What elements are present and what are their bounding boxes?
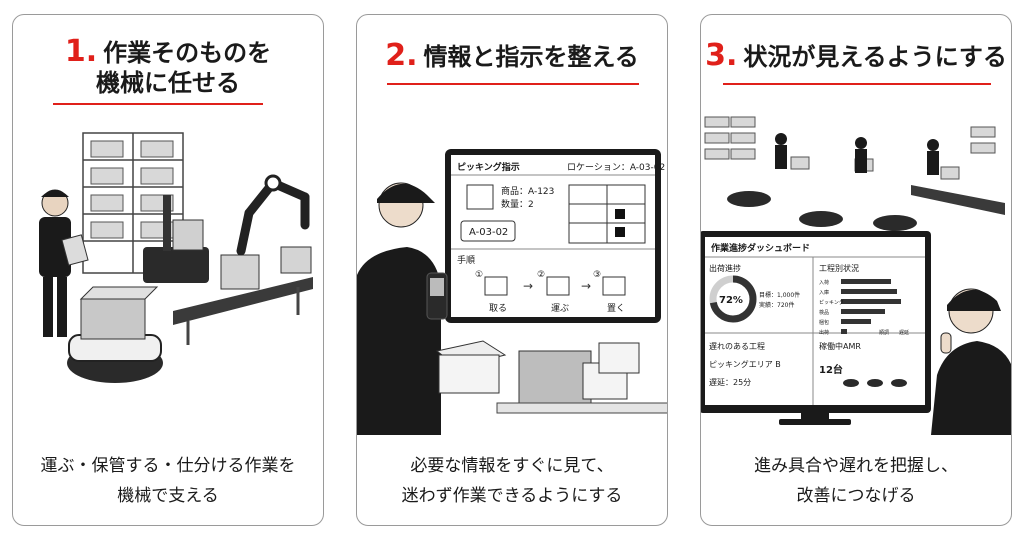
screen-steps-label: 手順 — [457, 254, 475, 266]
amr-label: 稼働中AMR — [819, 341, 861, 351]
card3-caption-line2: 改善につなげる — [796, 486, 916, 506]
card3-title: 3.状況が見えるようにする — [701, 41, 1011, 72]
card1-caption: 運ぶ・保管する・仕分ける作業を 機械で支える — [13, 451, 323, 511]
dashboard-title: 作業進捗ダッシュボード — [711, 242, 810, 254]
step-arrow-1: → — [523, 279, 533, 293]
step2-num: ② — [537, 270, 545, 280]
amr-icons — [843, 379, 907, 387]
card1-title-rule — [53, 103, 263, 105]
step1-label: 取る — [489, 303, 507, 314]
card1-caption-line2: 機械で支える — [117, 486, 219, 506]
conveyor-background — [911, 185, 1005, 215]
card2-illustration: → → ピッキング指示 ロケーション：A-03-02 商品：A-123 数量：2… — [357, 149, 667, 435]
card3-illustration: 作業進捗ダッシュボード 出荷進捗 72% 目標：1,000件 実績：720件 工… — [701, 116, 1011, 435]
card2-caption: 必要な情報をすぐに見て、 迷わず作業できるようにする — [357, 451, 667, 511]
conveyor-belt — [173, 246, 313, 345]
card2-title-line1: 情報と指示を整える — [423, 43, 639, 71]
screen-quantity: 数量：2 — [501, 198, 534, 210]
card1-title: 1.作業そのものを 機械に任せる — [13, 37, 323, 98]
card3-title-line1: 状況が見えるようにする — [743, 43, 1007, 71]
card1-number: 1. — [64, 34, 98, 69]
shipping-label: 出荷進捗 — [709, 263, 741, 273]
card1-caption-line1: 運ぶ・保管する・仕分ける作業を — [40, 456, 296, 476]
delay-label: 遅れのある工程 — [709, 342, 765, 351]
delay-time: 遅延：25分 — [709, 377, 751, 387]
dashboard-monitor — [701, 231, 931, 425]
process-2: 入庫 — [819, 289, 829, 296]
manager-observing — [931, 288, 1011, 435]
card3-caption-line1: 進み具合や遅れを把握し、 — [754, 456, 958, 476]
card3-number: 3. — [705, 38, 738, 73]
delay-area: ピッキングエリア B — [709, 359, 781, 369]
step-arrow-2: → — [581, 279, 591, 293]
card-visibility: 3.状況が見えるようにする — [700, 14, 1012, 526]
shipping-actual: 実績：720件 — [759, 301, 794, 309]
process-1: 入荷 — [819, 279, 829, 286]
amr-robot — [67, 286, 163, 383]
boxes-on-table — [435, 340, 667, 414]
card2-caption-line1: 必要な情報をすぐに見て、 — [410, 456, 614, 476]
progress-ring — [709, 275, 757, 323]
screen-location: ロケーション：A-03-02 — [567, 162, 665, 173]
process-bars — [841, 279, 901, 334]
screen-location-code: A-03-02 — [469, 227, 508, 238]
progress-percent: 72% — [719, 295, 743, 306]
card2-caption-line2: 迷わず作業できるようにする — [401, 486, 623, 506]
step1-num: ① — [475, 270, 483, 280]
automated-forklift — [143, 195, 209, 283]
card-information: 2.情報と指示を整える → → ピッキング指示 — [356, 14, 668, 526]
location-grid — [568, 184, 646, 244]
screen-product: 商品：A-123 — [501, 185, 554, 197]
card2-title-rule — [387, 83, 639, 85]
card3-caption: 進み具合や遅れを把握し、 改善につなげる — [701, 451, 1011, 511]
process-5: 梱包 — [819, 319, 829, 326]
legend-done: 順調 — [879, 329, 889, 336]
card-automation: 1.作業そのものを 機械に任せる — [12, 14, 324, 526]
step3-num: ③ — [593, 270, 601, 280]
picking-monitor: → → — [445, 149, 661, 323]
card1-illustration — [39, 132, 313, 383]
amr-count: 12台 — [819, 363, 843, 376]
worker-with-tablet — [39, 189, 89, 337]
shipping-target: 目標：1,000件 — [759, 291, 800, 299]
step3-label: 置く — [607, 303, 625, 314]
warehouse-background — [704, 116, 996, 180]
card1-title-line1: 作業そのものを — [103, 39, 272, 67]
worker-with-scanner — [357, 182, 448, 435]
legend-delay: 遅延 — [899, 329, 909, 336]
process-label: 工程別状況 — [819, 263, 859, 273]
card2-number: 2. — [385, 38, 418, 73]
process-4: 検品 — [819, 309, 829, 316]
process-6: 出荷 — [819, 329, 829, 336]
card2-title: 2.情報と指示を整える — [357, 41, 667, 72]
process-3: ピッキング — [819, 299, 844, 306]
step2-label: 運ぶ — [551, 303, 569, 314]
robotic-arm — [236, 178, 310, 256]
card3-title-rule — [723, 83, 991, 85]
workers-background — [775, 133, 939, 175]
card1-title-line2: 機械に任せる — [96, 69, 240, 97]
screen-title: ピッキング指示 — [457, 161, 520, 173]
amr-fleet — [727, 191, 917, 231]
rack-boxes — [90, 140, 174, 239]
